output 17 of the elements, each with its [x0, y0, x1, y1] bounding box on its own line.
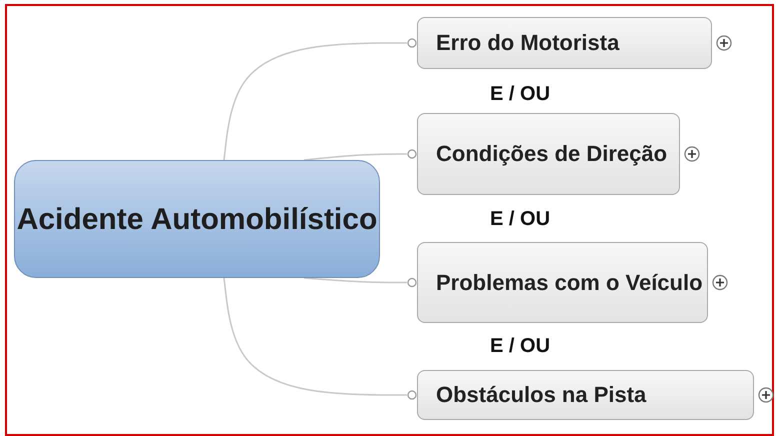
subtopic-box: [417, 242, 708, 323]
connector-line: [304, 149, 417, 161]
connector-label: E / OU: [490, 335, 550, 358]
subtopic-box: [417, 113, 680, 195]
connector-line: [304, 277, 417, 288]
connector-label: E / OU: [490, 208, 550, 231]
connector-line: [223, 278, 417, 400]
topic-text: Condições de Direção: [436, 140, 668, 168]
central-topic-box: [14, 160, 380, 278]
topic-text: Obstáculos na Pista: [436, 381, 646, 409]
connector-label: E / OU: [490, 83, 550, 106]
subtopic-box: [417, 370, 754, 420]
connector-line: [223, 38, 417, 160]
topic-text: Problemas com o Veículo: [436, 268, 703, 296]
subtopic-box: [417, 17, 712, 69]
topic-text: Acidente Automobilístico: [16, 202, 378, 238]
topic-text: Erro do Motorista: [436, 29, 620, 57]
